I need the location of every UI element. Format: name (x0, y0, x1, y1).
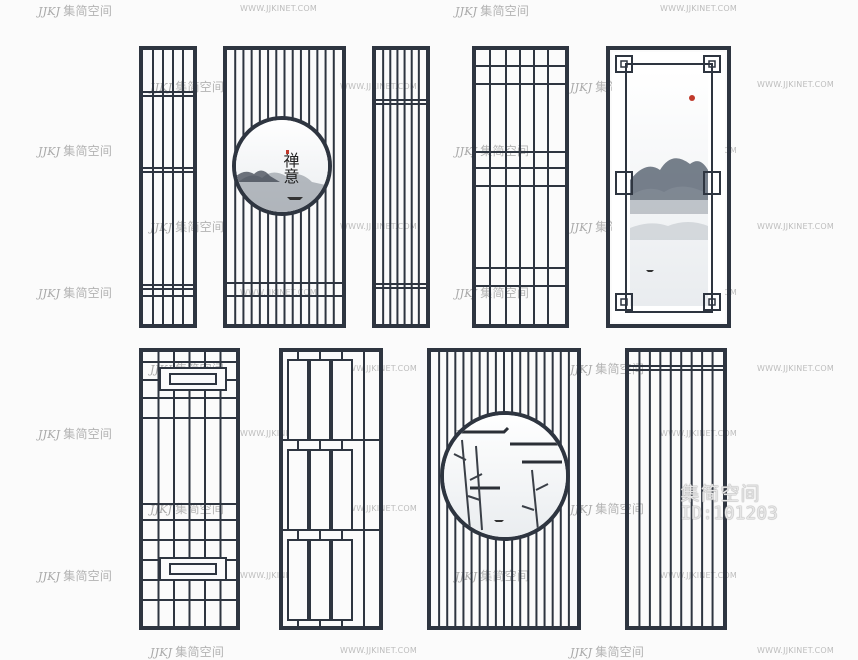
panel-round-window-bamboo (427, 348, 581, 630)
id-stamp-id: ID:101203 (680, 502, 778, 524)
watermark-url: WWW.JJKINET.COM (240, 4, 317, 13)
watermark-url: WWW.JJKINET.COM (240, 288, 317, 297)
watermark-url: WWW.JJKINET.COM (240, 571, 317, 580)
watermark-url: WWW.JJKINET.COM (340, 646, 417, 655)
watermark-url: WWW.JJKINET.COM (757, 646, 834, 655)
id-stamp-brand: 集简空间 (680, 483, 761, 505)
calligraphy-text: 禅意 (281, 152, 300, 184)
watermark-url: WWW.JJKINET.COM (240, 429, 317, 438)
panel-hex-links (279, 348, 383, 630)
panel-fret-pattern (139, 348, 240, 630)
watermark-url: WWW.JJKINET.COM (340, 504, 417, 513)
watermark-url: WWW.JJKINET.COM (757, 364, 834, 373)
watermark-url: WWW.JJKINET.COM (660, 571, 737, 580)
watermark-url: WWW.JJKINET.COM (340, 82, 417, 91)
panel-slim-vertical (372, 46, 430, 328)
panel-round-window-zen: 禅意 (223, 46, 346, 328)
watermark-url: WWW.JJKINET.COM (757, 222, 834, 231)
panel-plain-vertical (625, 348, 727, 630)
watermark-url: WWW.JJKINET.COM (660, 429, 737, 438)
watermark-url: WWW.JJKINET.COM (757, 80, 834, 89)
panel-slim-grid-left (139, 46, 197, 328)
panel-square-lattice (472, 46, 569, 328)
panel-landscape-painting (606, 46, 731, 328)
watermark-url: WWW.JJKINET.COM (340, 364, 417, 373)
watermark-url: WWW.JJKINET.COM (660, 4, 737, 13)
id-stamp: 集简空间 ID:101203 (680, 483, 778, 524)
watermark-url: WWW.JJKINET.COM (340, 222, 417, 231)
